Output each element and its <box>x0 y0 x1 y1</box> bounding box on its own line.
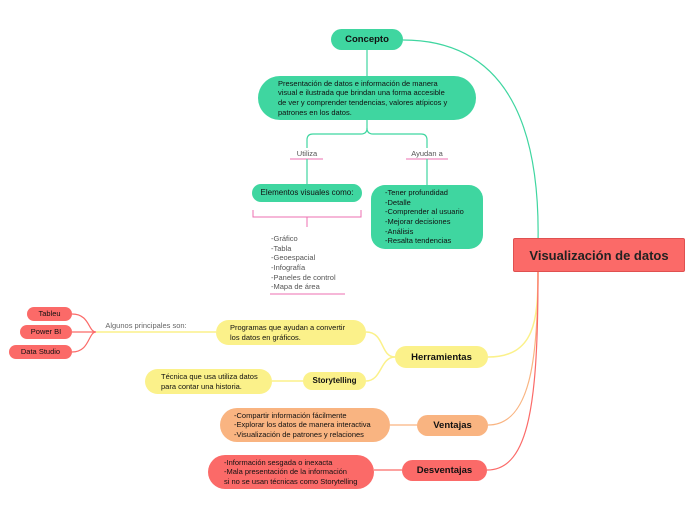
tool-datastudio-label: Data Studio <box>20 347 61 357</box>
storytelling-desc: Técnica que usa utiliza datos para conta… <box>161 371 258 391</box>
storytelling-desc-node[interactable]: Técnica que usa utiliza datos para conta… <box>145 369 272 394</box>
programas-node[interactable]: Programas que ayudan a convertir los dat… <box>216 320 366 345</box>
link-desc-ayudan <box>366 127 428 148</box>
desventajas-list-node[interactable]: -Información sesgada o inexacta -Mala pr… <box>208 455 374 489</box>
concepto-node[interactable]: Concepto <box>331 29 403 50</box>
link-herr-programas <box>365 331 396 358</box>
desventajas-label: Desventajas <box>416 465 473 476</box>
ventajas-list: -Compartir información fácilmente -Explo… <box>234 410 371 439</box>
programas-text: Programas que ayudan a convertir los dat… <box>230 322 346 342</box>
principales-label-node[interactable]: Algunos principales son: <box>98 320 194 332</box>
utiliza-label-node[interactable]: Utiliza <box>290 148 324 159</box>
ayudan-label-node[interactable]: Ayudan a <box>406 148 448 159</box>
concepto-description-node[interactable]: Presentación de datos e información de m… <box>258 76 476 120</box>
link-central-desventajas <box>486 271 539 471</box>
utiliza-label: Utiliza <box>296 148 318 158</box>
ventajas-label: Ventajas <box>433 420 472 431</box>
bracket-elementos <box>252 210 362 227</box>
central-topic[interactable]: Visualización de datos <box>513 238 685 272</box>
concepto-description: Presentación de datos e información de m… <box>278 78 448 117</box>
elementos-list-node[interactable]: -Gráfico -Tabla -Geoespacial -Infografía… <box>271 233 351 293</box>
tool-tableu-node[interactable]: Tableu <box>27 307 72 321</box>
tool-powerbi-node[interactable]: Power BI <box>20 325 72 339</box>
concepto-label: Concepto <box>345 34 389 45</box>
elementos-node[interactable]: Elementos visuales como: <box>252 184 362 202</box>
principales-label: Algunos principales son: <box>105 321 187 331</box>
desventajas-node[interactable]: Desventajas <box>402 460 487 481</box>
ayudan-label: Ayudan a <box>411 148 443 158</box>
desventajas-list: -Información sesgada o inexacta -Mala pr… <box>224 457 358 486</box>
elementos-label: Elementos visuales como: <box>260 188 354 197</box>
storytelling-label: Storytelling <box>312 376 357 385</box>
storytelling-node[interactable]: Storytelling <box>303 372 366 390</box>
ayudan-list: -Tener profundidad -Detalle -Comprender … <box>385 188 464 246</box>
link-herr-storytelling <box>365 356 396 382</box>
ventajas-list-node[interactable]: -Compartir información fácilmente -Explo… <box>220 408 390 442</box>
central-topic-label: Visualización de datos <box>529 247 669 263</box>
elementos-list: -Gráfico -Tabla -Geoespacial -Infografía… <box>271 234 336 292</box>
tool-tableu-label: Tableu <box>38 309 61 319</box>
ventajas-node[interactable]: Ventajas <box>417 415 488 436</box>
link-central-concepto <box>402 39 539 245</box>
herramientas-node[interactable]: Herramientas <box>395 346 488 368</box>
link-principales-tools <box>71 313 97 353</box>
tool-powerbi-label: Power BI <box>30 327 62 337</box>
link-central-herramientas <box>487 271 539 358</box>
link-central-ventajas <box>487 271 539 426</box>
herramientas-label: Herramientas <box>411 351 472 363</box>
tool-datastudio-node[interactable]: Data Studio <box>9 345 72 359</box>
link-desc-utiliza <box>306 120 368 148</box>
ayudan-list-node[interactable]: -Tener profundidad -Detalle -Comprender … <box>371 185 483 249</box>
